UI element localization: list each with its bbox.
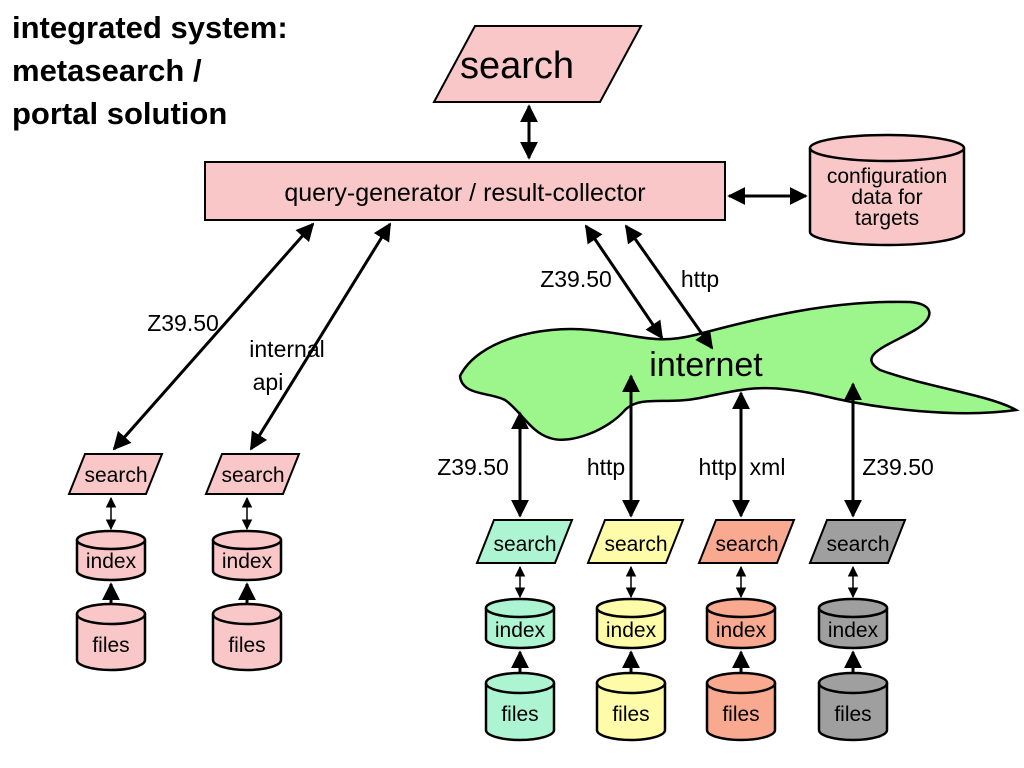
remote-1-index-top	[484, 597, 556, 619]
local-2-index-body	[211, 540, 283, 582]
remote-4-index-label: index	[828, 619, 879, 642]
config-line-2: data for	[851, 186, 922, 209]
remote-4-search-label: search	[826, 533, 889, 556]
title-line-3: portal solution	[12, 96, 228, 131]
arrow-collector-internet-http	[624, 224, 714, 350]
top-search-label: search	[460, 45, 574, 87]
remote-4-search-shape	[808, 519, 907, 564]
remote-2-search-label: search	[604, 533, 667, 556]
remote-4-index-top	[817, 597, 889, 619]
local-1-files-label: files	[92, 634, 129, 657]
config-db-body	[808, 148, 966, 247]
local-1-index-top	[75, 529, 147, 551]
remote-1-index-label: index	[495, 619, 546, 642]
remote-3-index-label: index	[716, 619, 767, 642]
internal-api-label-2: api	[253, 369, 284, 395]
remote-2-files-top	[595, 671, 667, 695]
remote-3-files-label: files	[722, 703, 759, 726]
remote-4-files-top	[817, 671, 889, 695]
remote-1-index-body	[484, 608, 556, 650]
remote-2-index-body	[595, 608, 667, 650]
local-target-1: search index files	[67, 453, 164, 672]
local-2-files-label: files	[228, 634, 265, 657]
local-1-search-label: search	[84, 464, 147, 487]
diagram-title: integrated system: metasearch / portal s…	[12, 6, 288, 135]
local-2-files-body	[211, 614, 283, 672]
remote-1-search-label: search	[493, 533, 556, 556]
internet-cloud: internet	[458, 300, 1020, 441]
config-database: configuration data for targets	[808, 133, 966, 247]
local-2-files-top	[211, 602, 283, 626]
remote-2-search-shape	[586, 519, 685, 564]
local-z3950-label: Z39.50	[147, 310, 219, 336]
remote-3-protocol-label: http xml	[699, 454, 786, 480]
remote-3-search-shape	[697, 519, 796, 564]
local-1-files-top	[75, 602, 147, 626]
remote-2-files-label: files	[612, 703, 649, 726]
internal-api-label-1: internal	[249, 336, 324, 362]
config-line-3: targets	[855, 207, 919, 230]
title-line-1: integrated system:	[12, 10, 288, 45]
remote-1-files-label: files	[501, 703, 538, 726]
local-1-files-body	[75, 614, 147, 672]
remote-2-index-top	[595, 597, 667, 619]
local-1-index-body	[75, 540, 147, 582]
top-search-box: search	[432, 25, 643, 103]
remote-target-2: http search index files	[586, 374, 685, 742]
remote-3-index-body	[705, 608, 777, 650]
remote-1-search-shape	[475, 519, 574, 564]
remote-target-4: Z39.50 search index files	[808, 382, 934, 742]
remote-2-files-body	[595, 683, 667, 742]
remote-4-files-body	[817, 683, 889, 742]
collector-rect	[204, 161, 726, 221]
net-z3950-label: Z39.50	[540, 266, 612, 292]
internet-label: internet	[649, 346, 763, 384]
local-1-search-shape	[67, 453, 164, 495]
remote-3-search-label: search	[715, 533, 778, 556]
arrow-collector-local-2	[249, 222, 392, 451]
net-http-label: http	[681, 266, 719, 292]
remote-1-protocol-label: Z39.50	[437, 454, 509, 480]
config-line-1: configuration	[827, 165, 947, 188]
remote-3-files-body	[705, 683, 777, 742]
local-target-2: search index files	[204, 453, 301, 672]
collector-box: query-generator / result-collector	[204, 161, 726, 221]
title-line-2: metasearch /	[12, 53, 202, 88]
remote-4-index-body	[817, 608, 889, 650]
local-2-index-top	[211, 529, 283, 551]
remote-2-protocol-label: http	[587, 454, 625, 480]
local-2-search-label: search	[221, 464, 284, 487]
local-2-search-shape	[204, 453, 301, 495]
remote-1-files-top	[484, 671, 556, 695]
remote-4-protocol-label: Z39.50	[862, 454, 934, 480]
remote-4-files-label: files	[834, 703, 871, 726]
top-search-shape	[432, 25, 643, 103]
remote-1-files-body	[484, 683, 556, 742]
local-1-index-label: index	[86, 550, 137, 573]
remote-2-index-label: index	[606, 619, 657, 642]
remote-target-1: Z39.50 search index files	[437, 411, 574, 742]
remote-3-files-top	[705, 671, 777, 695]
remote-target-3: http xml search index files	[697, 391, 796, 742]
config-db-top	[808, 133, 966, 163]
collector-label: query-generator / result-collector	[284, 179, 645, 207]
local-2-index-label: index	[222, 550, 273, 573]
remote-3-index-top	[705, 597, 777, 619]
